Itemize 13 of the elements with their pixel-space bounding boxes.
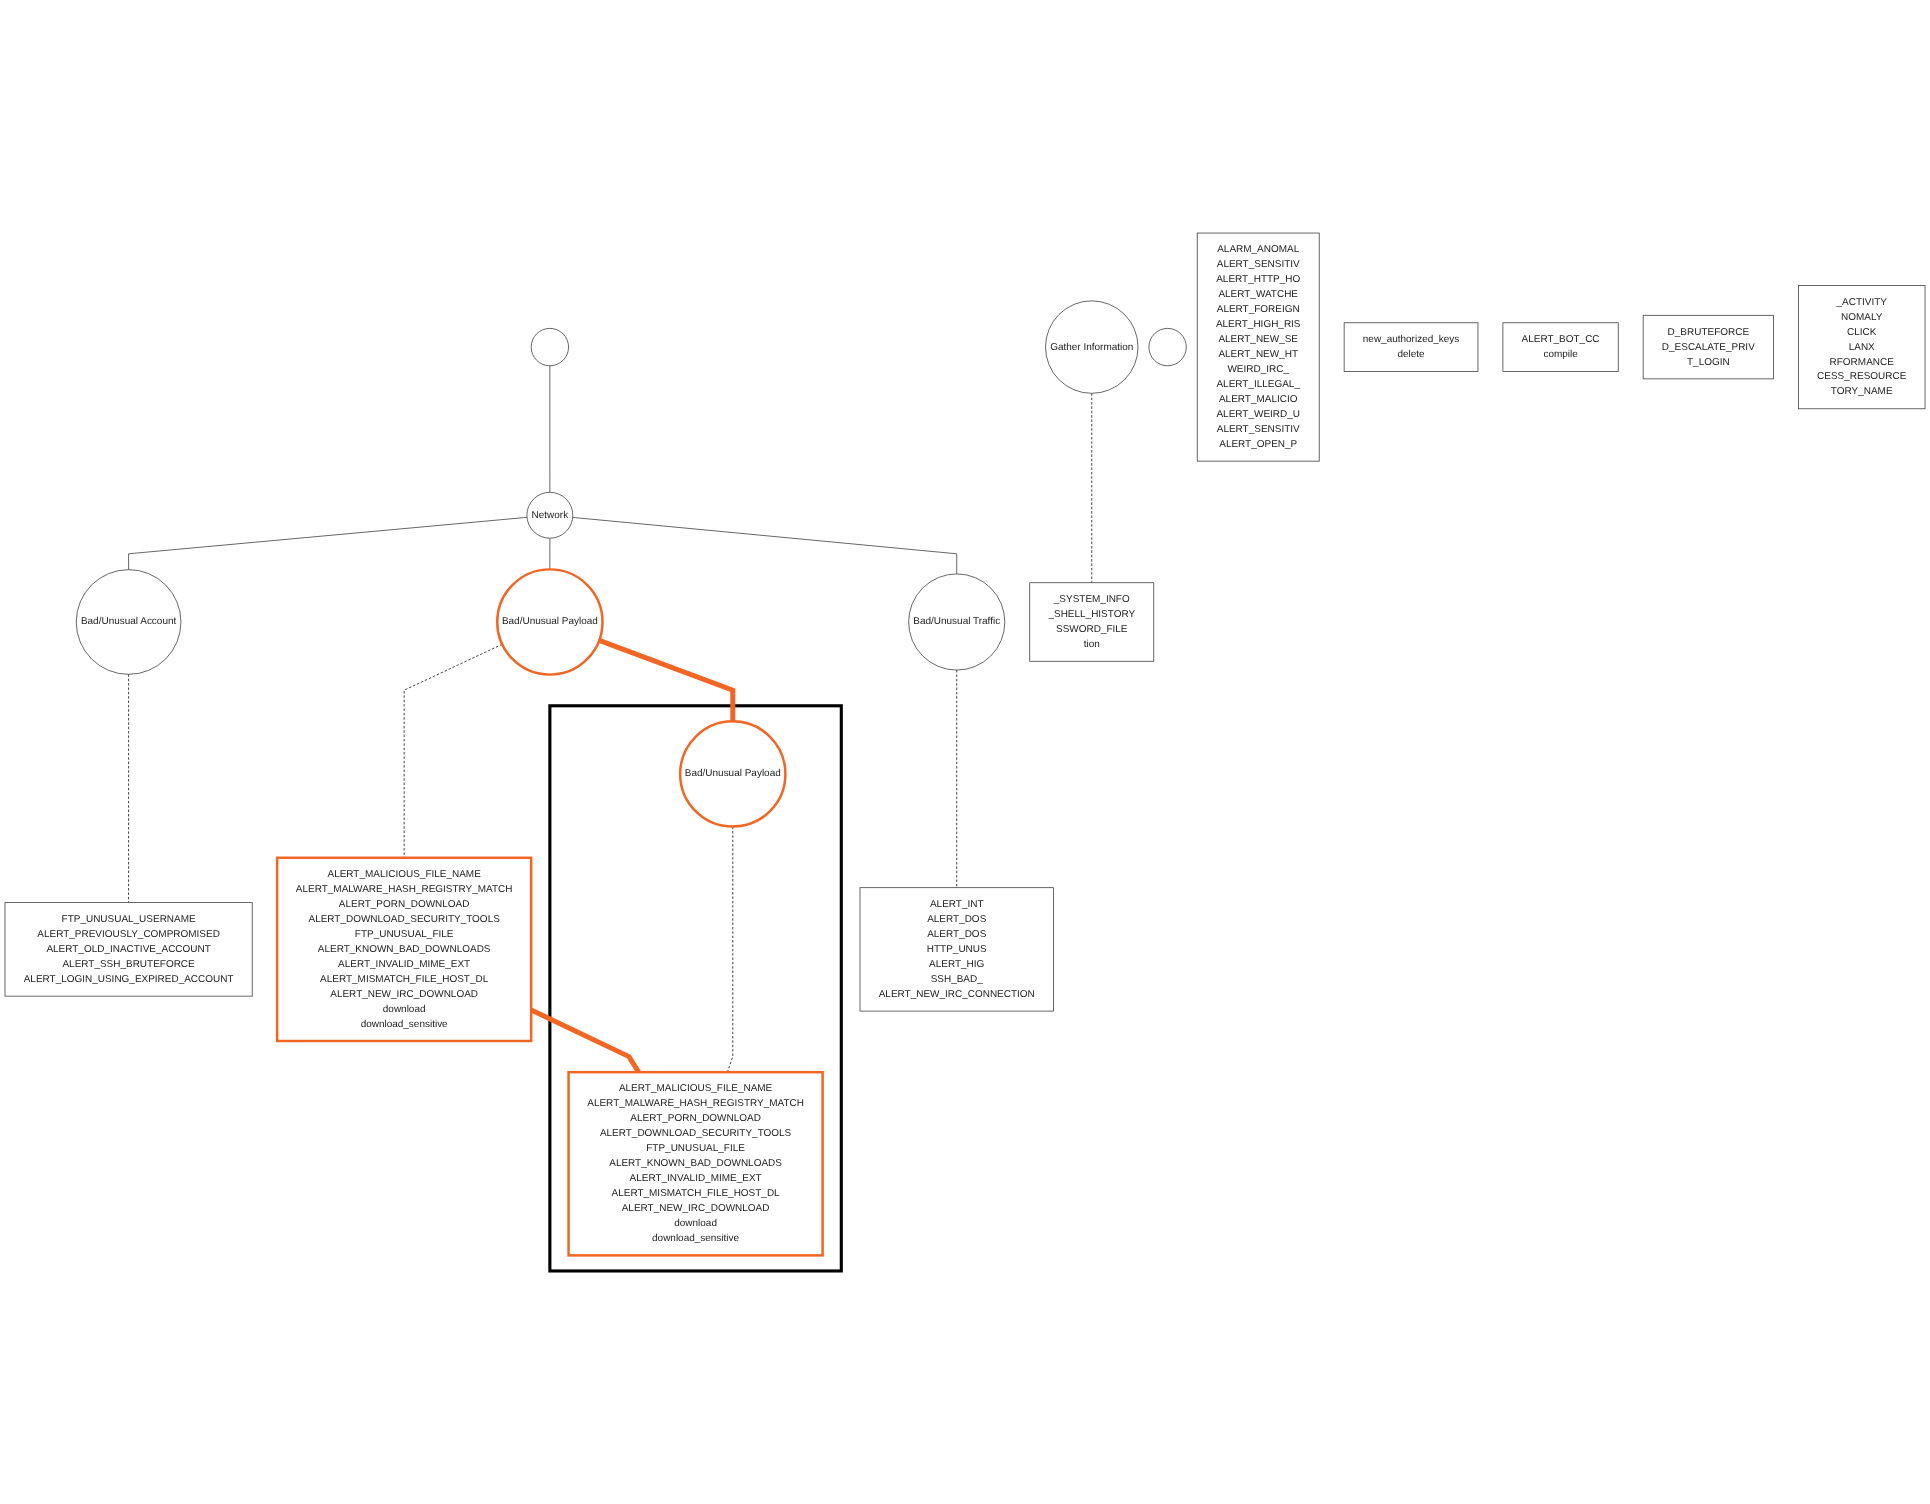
connector	[726, 826, 734, 1073]
connector	[530, 1007, 641, 1074]
connector	[1091, 392, 1093, 584]
connector	[956, 669, 958, 889]
node-circle	[530, 328, 569, 367]
connector	[403, 643, 503, 859]
connector	[572, 517, 958, 575]
connector	[549, 537, 551, 570]
node-circle	[1148, 328, 1187, 367]
connector	[128, 516, 528, 571]
connector	[128, 673, 130, 904]
connector	[598, 638, 736, 722]
cluster	[548, 704, 843, 1273]
